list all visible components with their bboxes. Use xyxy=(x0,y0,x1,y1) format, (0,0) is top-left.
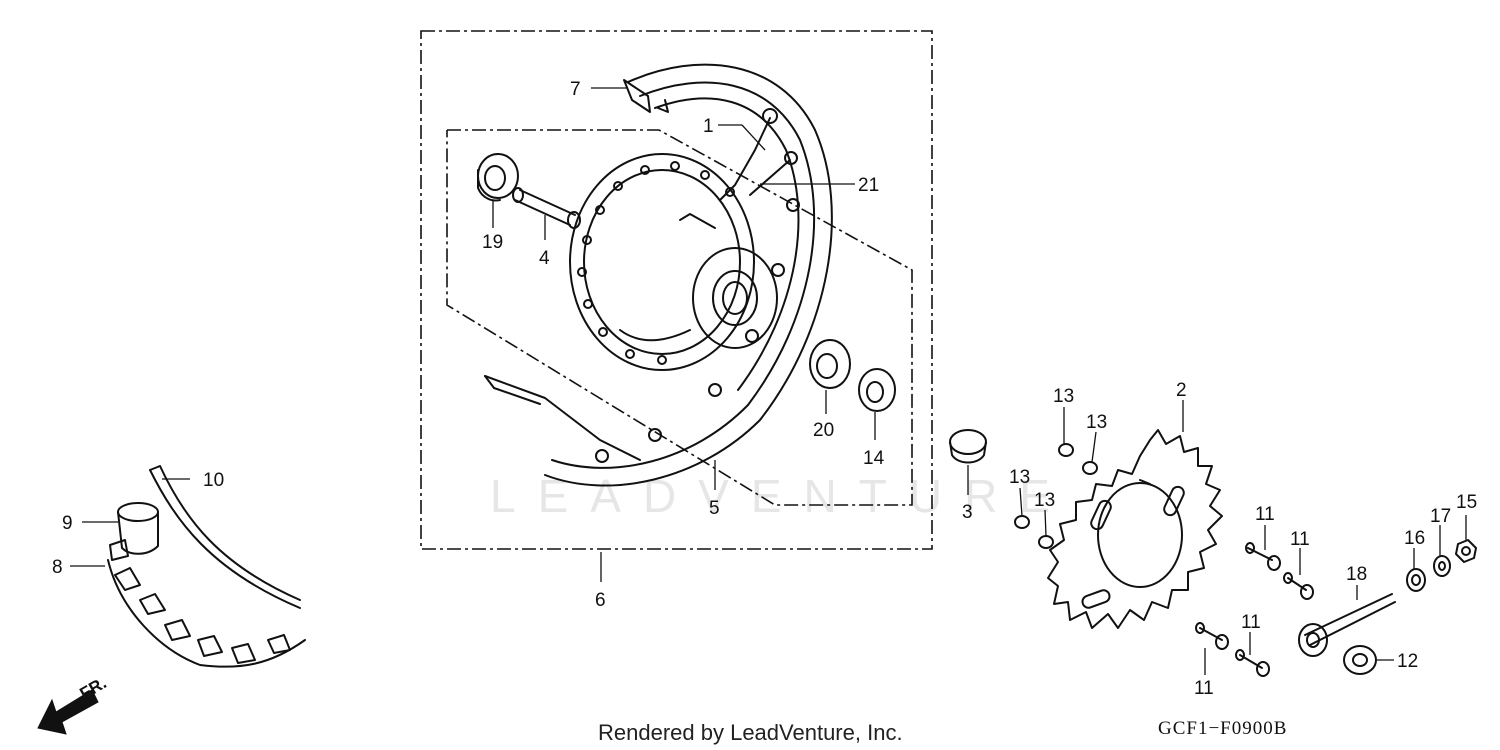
callout-13c[interactable]: 13 xyxy=(1009,467,1030,488)
washer-16[interactable] xyxy=(1406,568,1426,592)
callout-21[interactable]: 21 xyxy=(858,175,879,196)
callout-1[interactable]: 1 xyxy=(703,116,714,137)
callout-19[interactable]: 19 xyxy=(482,232,503,253)
callout-14[interactable]: 14 xyxy=(863,448,885,469)
callout-13d[interactable]: 13 xyxy=(1034,490,1055,511)
spoke[interactable] xyxy=(719,108,798,201)
nut-15[interactable] xyxy=(1455,539,1477,563)
nut-12[interactable] xyxy=(1343,645,1377,675)
callout-11d[interactable]: 11 xyxy=(1194,678,1214,699)
tube-9[interactable] xyxy=(117,502,159,555)
callout-15[interactable]: 15 xyxy=(1456,492,1477,513)
bolt-11[interactable] xyxy=(1195,542,1314,677)
callout-9[interactable]: 9 xyxy=(62,513,73,534)
arrow-down-left-icon xyxy=(37,689,99,735)
axle-bolt-18[interactable] xyxy=(1298,593,1396,657)
wheel-hub[interactable] xyxy=(569,153,778,371)
callout-11c[interactable]: 11 xyxy=(1241,612,1261,633)
axle-spacer-4[interactable] xyxy=(512,187,581,229)
callout-4[interactable]: 4 xyxy=(539,248,550,269)
bearing-20[interactable] xyxy=(809,339,851,389)
callout-18[interactable]: 18 xyxy=(1346,564,1367,585)
callout-6[interactable]: 6 xyxy=(595,590,606,611)
callout-13a[interactable]: 13 xyxy=(1053,386,1074,407)
dust-seal-14[interactable] xyxy=(858,368,896,412)
callout-13b[interactable]: 13 xyxy=(1086,412,1107,433)
callout-16[interactable]: 16 xyxy=(1404,528,1425,549)
hub-assembly-box xyxy=(446,129,913,506)
callout-5[interactable]: 5 xyxy=(709,498,720,519)
callout-11a[interactable]: 11 xyxy=(1255,504,1275,525)
rendered-by-footer: Rendered by LeadVenture, Inc. xyxy=(598,720,903,745)
collar-3[interactable] xyxy=(949,429,987,464)
tire-8[interactable] xyxy=(107,465,306,668)
callout-3[interactable]: 3 xyxy=(962,502,973,523)
callout-8[interactable]: 8 xyxy=(52,557,63,578)
callout-20[interactable]: 20 xyxy=(813,420,834,441)
leader-lines xyxy=(70,87,1467,675)
callout-17[interactable]: 17 xyxy=(1430,506,1451,527)
callout-7[interactable]: 7 xyxy=(570,79,581,100)
bearing-19[interactable] xyxy=(477,153,519,202)
callout-12[interactable]: 12 xyxy=(1397,651,1418,672)
callout-labels: 7 1 21 19 4 20 14 5 3 6 10 9 8 2 13 13 1… xyxy=(52,79,1477,699)
wheel-assembly-box xyxy=(420,30,933,550)
callout-11b[interactable]: 11 xyxy=(1290,529,1310,550)
callout-10[interactable]: 10 xyxy=(203,470,224,491)
wheel-rim[interactable] xyxy=(484,63,833,487)
watermark: LEADVENTURE xyxy=(490,470,1072,522)
washer-17[interactable] xyxy=(1433,555,1451,577)
sprocket-2[interactable] xyxy=(1047,429,1223,629)
diagram-code: GCF1−F0900B xyxy=(1158,718,1287,739)
callout-2[interactable]: 2 xyxy=(1176,380,1187,401)
